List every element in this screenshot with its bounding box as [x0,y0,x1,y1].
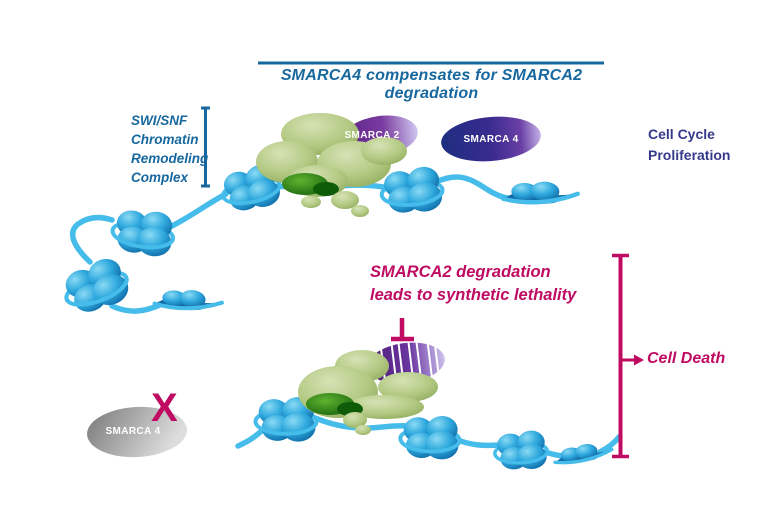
cell-cycle-proliferation-label: Cell Cycle Proliferation [648,126,731,163]
x-icon: X [151,386,178,430]
arrow-icon [622,354,644,366]
smarca4-inactive-label: SMARCA 4 [105,426,161,437]
diagram-title: SMARCA4 compensates for SMARCA2 degradat… [280,67,583,102]
inhibition-icon [391,318,414,342]
nucleosome [377,163,447,218]
smarca4-inactive-ellipse [87,406,187,458]
swisnf-complex-bottom [298,350,438,435]
nucleosome-flat [551,439,615,467]
smarca2-top-label: SMARCA 2 [344,130,400,141]
swisnf-complex-label: SWI/SNF Chromatin Remodeling Complex [131,113,209,185]
nucleosome [397,412,463,462]
cell-death-bracket [612,253,629,459]
smarca4-ellipse [441,116,541,162]
nucleosome-flat [152,284,225,316]
nucleosome [492,428,550,473]
nucleosome [107,203,179,261]
swisnf-complex-top [256,113,407,217]
complex-bracket-line [201,106,210,188]
nucleosome-flat [503,179,578,206]
cell-death-label: Cell Death [647,350,726,367]
synthetic-lethality-caption: SMARCA2 degradation leads to synthetic l… [370,263,577,304]
smarca4-top-label: SMARCA 4 [463,134,519,145]
